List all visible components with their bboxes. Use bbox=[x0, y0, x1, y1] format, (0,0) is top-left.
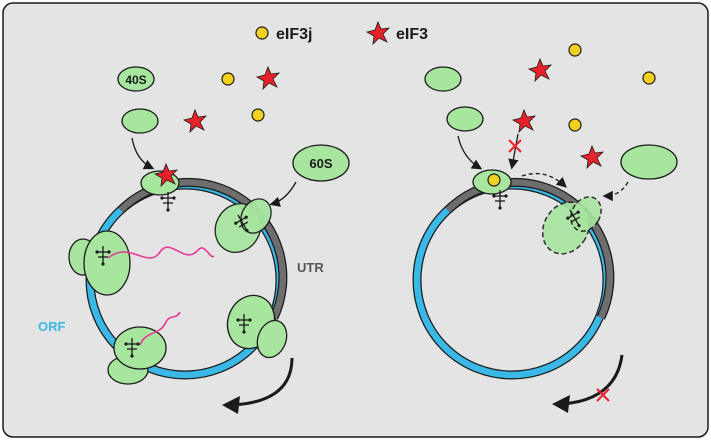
arrow-40s-to-mrna bbox=[131, 137, 155, 170]
free-60s-subunit bbox=[620, 144, 678, 180]
label-60s: 60S bbox=[309, 156, 332, 171]
free-subunit bbox=[446, 106, 484, 132]
utr-label: UTR bbox=[297, 260, 324, 275]
right-scene bbox=[412, 43, 678, 413]
ribosome-bottom-left bbox=[107, 311, 181, 385]
nascent-peptide bbox=[139, 311, 181, 346]
block-x-icon bbox=[508, 139, 522, 153]
free-subunit bbox=[424, 66, 462, 92]
rotation-arrowhead-right bbox=[552, 395, 570, 413]
dashed-arrow-to-ribosome bbox=[521, 172, 567, 188]
free-40s-subunit bbox=[117, 66, 155, 92]
eif3j-factor bbox=[221, 72, 235, 86]
orf-label: ORF bbox=[38, 319, 66, 334]
dashed-arrow-60s bbox=[602, 181, 629, 202]
bound-eif3j bbox=[487, 173, 501, 187]
eif3j-legend-icon bbox=[255, 26, 269, 40]
block-x-icon bbox=[596, 388, 610, 402]
rotation-arrow-left bbox=[231, 357, 294, 407]
eif3j-factor bbox=[568, 118, 582, 132]
eif3j-factor bbox=[251, 108, 265, 122]
eif3j-factor bbox=[568, 43, 582, 57]
blocked-arrow bbox=[508, 133, 519, 170]
free-subunit bbox=[121, 108, 159, 134]
legend: eIF3j eIF3 bbox=[255, 21, 428, 45]
nascent-peptide bbox=[107, 246, 215, 259]
ribosome-left bbox=[68, 230, 215, 296]
eif3j-factor bbox=[642, 71, 656, 85]
rotation-arrow-right bbox=[561, 354, 624, 406]
rotation-arrowhead-left bbox=[222, 396, 240, 414]
eif3j-legend-label: eIF3j bbox=[276, 26, 312, 43]
stalled-ribosome bbox=[541, 196, 602, 255]
label-40s: 40S bbox=[125, 73, 146, 87]
ribosome-right-lower bbox=[226, 294, 288, 359]
arrow-60s-to-mrna bbox=[269, 181, 297, 207]
free-60s-subunit bbox=[292, 144, 350, 182]
ribosome-top-right bbox=[214, 198, 272, 253]
eif3-legend-label: eIF3 bbox=[396, 26, 428, 43]
arrow-subunit-to-mrna bbox=[457, 135, 483, 170]
left-scene: 40S 60S bbox=[38, 66, 350, 414]
